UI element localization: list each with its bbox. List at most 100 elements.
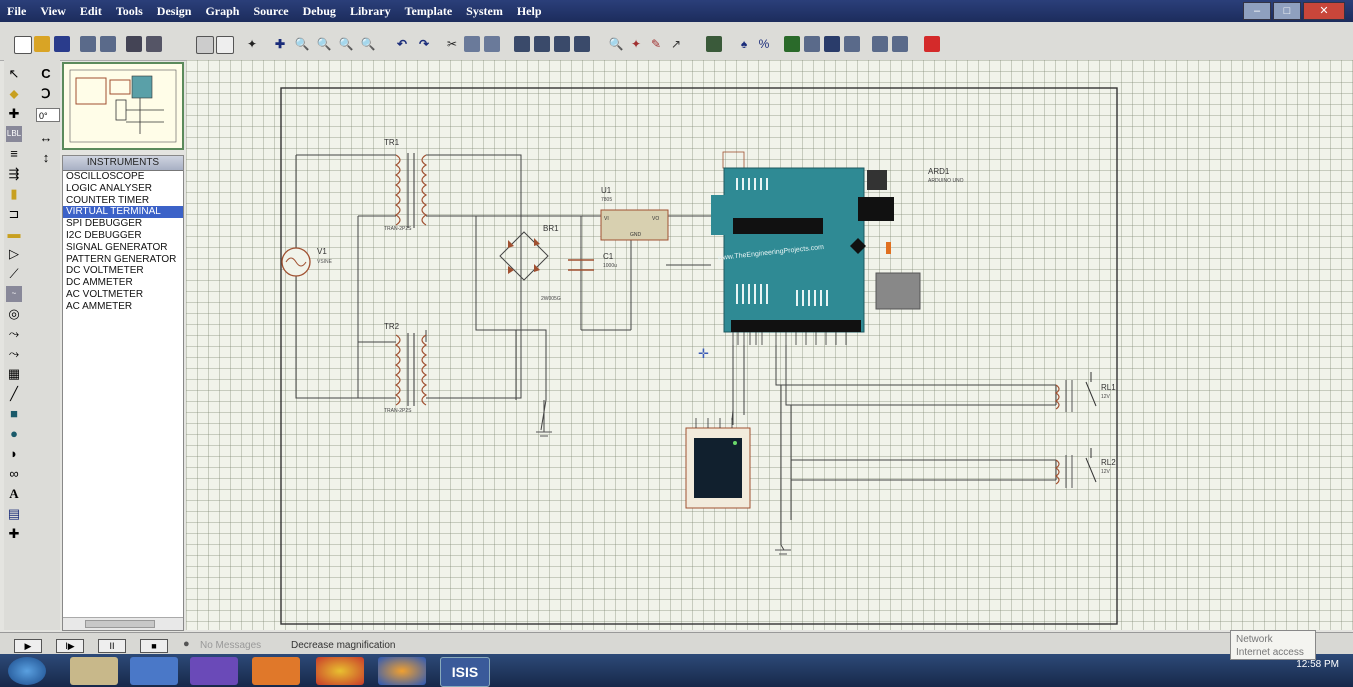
buses-icon[interactable]: ⇶ xyxy=(8,166,20,181)
virtual-terminal[interactable] xyxy=(685,418,751,509)
remove-sheet-icon[interactable] xyxy=(804,36,820,52)
arc-2d-icon[interactable]: ◗ xyxy=(10,446,18,461)
close-button[interactable]: ✕ xyxy=(1303,2,1345,20)
voltage-probe-icon[interactable]: ◎ xyxy=(8,306,20,321)
bridge-rectifier-br1[interactable] xyxy=(499,231,549,281)
new-file-icon[interactable] xyxy=(14,36,32,54)
menu-view[interactable]: View xyxy=(40,3,66,18)
message-count[interactable]: No Messages xyxy=(200,640,262,651)
menu-template[interactable]: Template xyxy=(404,3,453,18)
menu-file[interactable]: File xyxy=(7,3,27,18)
component-mode-icon[interactable]: ⬥ xyxy=(9,86,19,101)
origin-icon[interactable]: ✦ xyxy=(246,37,258,51)
zoom-out-icon[interactable]: 🔍 xyxy=(316,37,332,51)
selection-mode-icon[interactable]: ↖ xyxy=(8,66,20,81)
virtual-instruments-icon[interactable]: ⤳ xyxy=(8,346,20,361)
current-probe-icon[interactable]: ⤳ xyxy=(8,326,20,341)
instrument-dc-ammeter[interactable]: DC AMMETER xyxy=(66,277,133,289)
set-area-icon[interactable] xyxy=(146,36,162,52)
relay-rl1[interactable] xyxy=(1054,372,1097,412)
file-explorer-icon[interactable] xyxy=(70,657,118,685)
menu-edit[interactable]: Edit xyxy=(79,3,102,18)
block-rotate-icon[interactable] xyxy=(554,36,570,52)
visual-studio-icon[interactable] xyxy=(190,657,238,685)
cut-icon[interactable]: ✂ xyxy=(446,37,458,51)
block-delete-icon[interactable] xyxy=(574,36,590,52)
rotate-cw-icon[interactable]: C xyxy=(41,66,51,81)
instrument-spi-debugger[interactable]: SPI DEBUGGER xyxy=(66,218,143,230)
arduino-uno-ard1[interactable]: www.TheEngineeringProjects.com xyxy=(711,151,921,345)
overview-window[interactable] xyxy=(62,62,184,150)
marker-2d-icon[interactable]: ✚ xyxy=(8,526,20,541)
bill-of-materials-icon[interactable] xyxy=(844,36,860,52)
maximize-button[interactable]: □ xyxy=(1273,2,1301,20)
zoom-in-icon[interactable]: 🔍 xyxy=(294,37,310,51)
menu-source[interactable]: Source xyxy=(253,3,289,18)
firefox-icon[interactable] xyxy=(378,657,426,685)
netlist-icon[interactable] xyxy=(892,36,908,52)
rotate-ccw-icon[interactable]: Ↄ xyxy=(41,86,51,101)
instrument-dc-voltmeter[interactable]: DC VOLTMETER xyxy=(66,265,144,277)
grid-icon[interactable] xyxy=(216,36,234,54)
regulator-u1[interactable] xyxy=(600,209,669,241)
media-player-icon[interactable] xyxy=(252,657,300,685)
instrument-signal-generator[interactable]: SIGNAL GENERATOR xyxy=(66,241,168,253)
relay-rl2[interactable] xyxy=(1054,448,1097,488)
mirror-y-icon[interactable]: ↕ xyxy=(42,150,50,165)
pan-icon[interactable]: ✚ xyxy=(274,37,286,51)
menu-help[interactable]: Help xyxy=(516,3,542,18)
instruments-scrollbar[interactable] xyxy=(63,617,183,630)
instrument-pattern-generator[interactable]: PATTERN GENERATOR xyxy=(66,253,177,265)
decompose-icon[interactable]: ↗ xyxy=(670,37,682,51)
schematic-canvas[interactable]: V1 VSINE TR1 TRAN-2P2S TR2 TRAN-2P2S xyxy=(186,60,1353,630)
graph-mode-icon[interactable]: ▷ xyxy=(9,246,19,261)
print-icon[interactable] xyxy=(126,36,142,52)
isis-taskbar-button[interactable]: ISIS xyxy=(440,657,490,687)
menu-debug[interactable]: Debug xyxy=(302,3,336,18)
subcircuit-icon[interactable]: ▮ xyxy=(10,186,18,201)
export-icon[interactable] xyxy=(100,36,116,52)
menu-design[interactable]: Design xyxy=(156,3,192,18)
ares-icon[interactable] xyxy=(924,36,940,52)
play-button[interactable]: ▶ xyxy=(14,639,42,653)
system-clock[interactable]: 12:58 PM xyxy=(1296,659,1339,670)
undo-icon[interactable]: ↶ xyxy=(396,37,408,51)
paste-icon[interactable] xyxy=(484,36,500,52)
open-folder-icon[interactable] xyxy=(34,36,50,52)
copy-icon[interactable] xyxy=(464,36,480,52)
minimize-button[interactable]: – xyxy=(1243,2,1271,20)
start-button[interactable] xyxy=(8,657,46,685)
pick-device-icon[interactable]: 🔍 xyxy=(608,37,624,51)
instrument-i2c-debugger[interactable]: I2C DEBUGGER xyxy=(66,229,142,241)
rotation-angle-field[interactable]: 0° xyxy=(36,108,60,122)
menu-graph[interactable]: Graph xyxy=(205,3,240,18)
wire-label-icon[interactable]: LBL xyxy=(6,126,22,142)
line-2d-icon[interactable]: ╱ xyxy=(10,386,18,401)
terminals-icon[interactable]: ⊐ xyxy=(8,206,20,221)
exit-to-parent-icon[interactable] xyxy=(824,36,840,52)
tape-recorder-icon[interactable]: ⟋ xyxy=(9,266,19,281)
property-assign-icon[interactable]: % xyxy=(758,37,770,51)
zoom-all-icon[interactable]: 🔍 xyxy=(338,37,354,51)
path-2d-icon[interactable]: ∞ xyxy=(9,466,19,481)
menu-system[interactable]: System xyxy=(466,3,503,18)
zoom-area-icon[interactable]: 🔍 xyxy=(360,37,376,51)
capacitor-c1[interactable] xyxy=(568,259,594,271)
internet-explorer-icon[interactable] xyxy=(130,657,178,685)
text-2d-icon[interactable]: A xyxy=(9,486,19,501)
stop-button[interactable]: ■ xyxy=(140,639,168,653)
mirror-x-icon[interactable]: ↔ xyxy=(39,130,53,145)
wire-autorouter-icon[interactable] xyxy=(706,36,722,52)
packaging-tool-icon[interactable]: ✎ xyxy=(650,37,662,51)
device-pins-icon[interactable]: ▬ xyxy=(7,226,21,241)
box-2d-icon[interactable]: ■ xyxy=(10,406,18,421)
search-tag-icon[interactable]: ♠ xyxy=(740,37,748,51)
block-move-icon[interactable] xyxy=(534,36,550,52)
step-button[interactable]: I▶ xyxy=(56,639,84,653)
instrument-ac-voltmeter[interactable]: AC VOLTMETER xyxy=(66,288,144,300)
symbol-2d-icon[interactable]: ▤ xyxy=(7,506,21,521)
menu-library[interactable]: Library xyxy=(349,3,391,18)
instrument-logic-analyser[interactable]: LOGIC ANALYSER xyxy=(66,182,152,194)
instrument-counter-timer[interactable]: COUNTER TIMER xyxy=(66,194,150,206)
junction-dot-icon[interactable]: ✚ xyxy=(8,106,20,121)
